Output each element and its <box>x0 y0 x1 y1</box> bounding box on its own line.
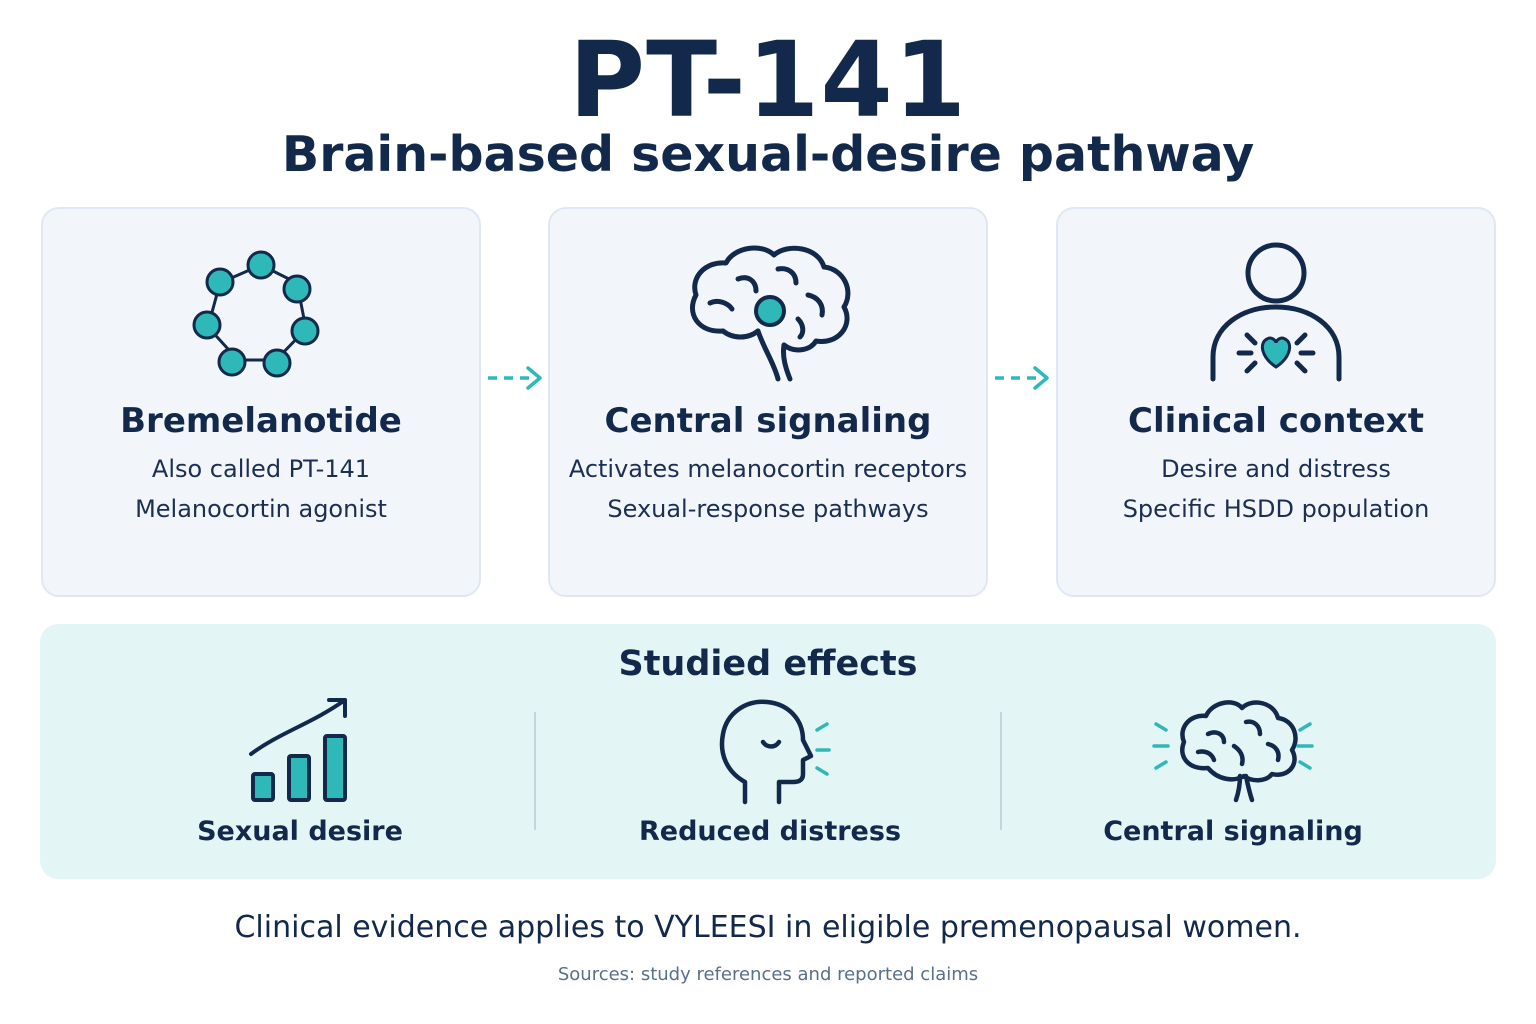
effect-label: Sexual desire <box>197 816 403 847</box>
page-subtitle: Brain-based sexual-desire pathway <box>281 126 1255 183</box>
dashed-arrow-icon <box>995 366 1049 390</box>
card-line: Melanocortin agonist <box>135 495 387 523</box>
card-bremelanotide: Bremelanotide Also called PT-141 Melanoc… <box>41 207 481 597</box>
card-line: Also called PT-141 <box>151 455 371 483</box>
divider <box>1000 712 1002 830</box>
calm-head-icon <box>719 699 831 805</box>
footer-note: Clinical evidence applies to VYLEESI in … <box>234 910 1302 945</box>
brain-signal-icon <box>550 239 986 389</box>
effect-sexual-desire: Sexual desire <box>160 694 440 864</box>
footer-sources: Sources: study references and reported c… <box>557 964 979 985</box>
card-central-signaling: Central signaling Activates melanocortin… <box>548 207 988 597</box>
brain-radiating-icon <box>1152 700 1314 803</box>
card-line: Activates melanocortin receptors <box>568 455 968 483</box>
dashed-arrow-icon <box>488 366 542 390</box>
molecule-ring-icon <box>43 239 479 389</box>
card-line: Sexual-response pathways <box>607 495 929 523</box>
effect-label: Reduced distress <box>638 816 902 847</box>
page-title: PT-141 <box>568 19 968 141</box>
card-line: Specific HSDD population <box>1122 495 1430 523</box>
effects-title: Studied effects <box>618 644 918 684</box>
card-line: Desire and distress <box>1161 455 1391 483</box>
divider <box>534 712 536 830</box>
studied-effects-panel: Studied effects Sexual desire <box>40 624 1496 879</box>
effect-reduced-distress: Reduced distress <box>630 694 910 864</box>
card-title: Bremelanotide <box>120 401 402 441</box>
card-clinical-context: Clinical context Desire and distress Spe… <box>1056 207 1496 597</box>
bar-chart-up-icon <box>249 698 347 802</box>
effect-central-signaling: Central signaling <box>1102 694 1364 864</box>
effect-label: Central signaling <box>1103 816 1363 847</box>
card-title: Clinical context <box>1128 401 1424 441</box>
person-heart-icon <box>1058 239 1494 389</box>
card-title: Central signaling <box>604 401 932 441</box>
